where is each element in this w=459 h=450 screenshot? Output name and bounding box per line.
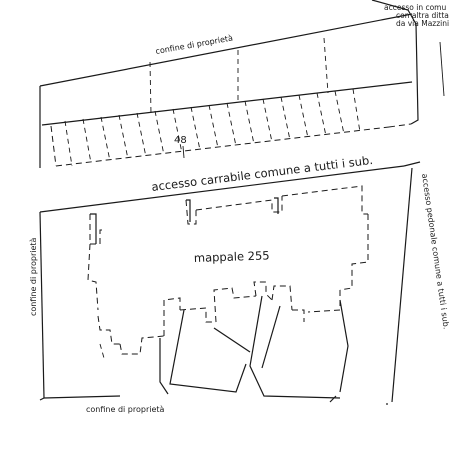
parking-number-label: 48: [174, 135, 187, 146]
parcel-label: mappale 255: [194, 248, 270, 265]
building-footprint: [87, 185, 369, 382]
building-walls: [90, 197, 349, 403]
bottom-boundary-label: confine di proprietà: [86, 405, 165, 414]
driveway-label: accesso carrabile comune a tutti i sub.: [151, 153, 374, 194]
property-boundary: [39, 0, 445, 401]
parking-stall-dividers: [64, 88, 361, 167]
pedestrian-access-label: accesso pedonale comune a tutti i sub.: [420, 173, 451, 330]
left-boundary-label: confine di proprietà: [29, 237, 38, 316]
driveway-edges: [39, 161, 421, 405]
parking-strip: [41, 37, 413, 167]
shared-access-line-3: da via Mazzini: [396, 19, 449, 28]
shared-access-line-1: accesso in comu: [384, 3, 446, 12]
top-boundary-label: confine di proprietà: [155, 33, 234, 55]
shared-access-line-2: con altra ditta: [396, 11, 449, 20]
parking-number-tick: [182, 145, 185, 159]
